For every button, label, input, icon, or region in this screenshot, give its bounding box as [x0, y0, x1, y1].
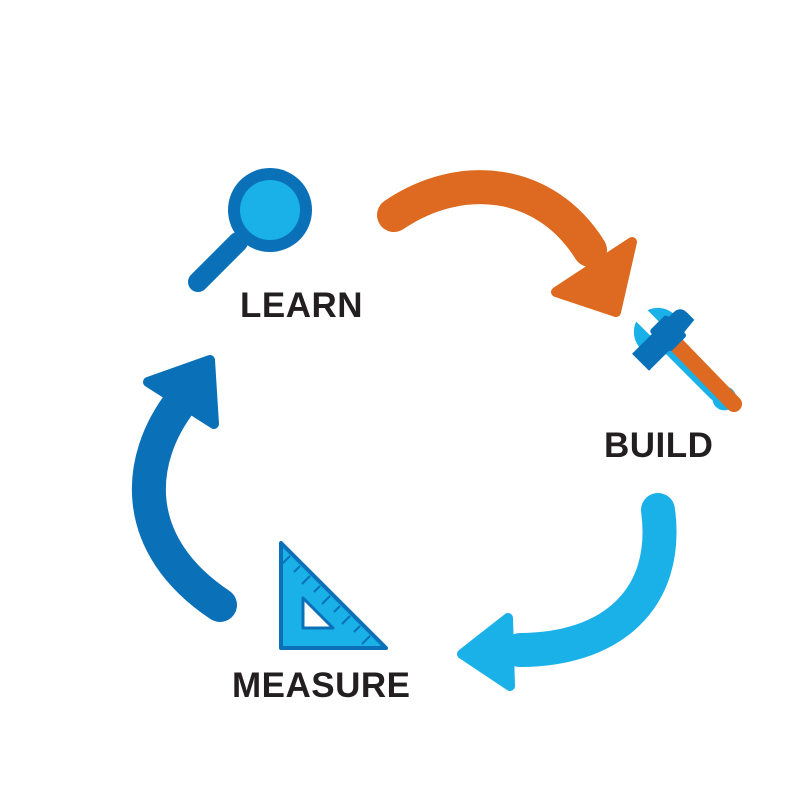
set-square-ruler-icon: [279, 541, 388, 650]
arrow-build-to-measure: [457, 493, 677, 691]
learn-label: LEARN: [240, 286, 364, 325]
hammer-wrench-icon: [631, 305, 742, 412]
arrow-measure-to-learn: [132, 355, 237, 622]
measure-label: MEASURE: [232, 666, 411, 705]
magnifying-glass-icon: [188, 168, 312, 292]
arrow-learn-to-build: [377, 170, 637, 317]
build-label: BUILD: [604, 426, 714, 465]
